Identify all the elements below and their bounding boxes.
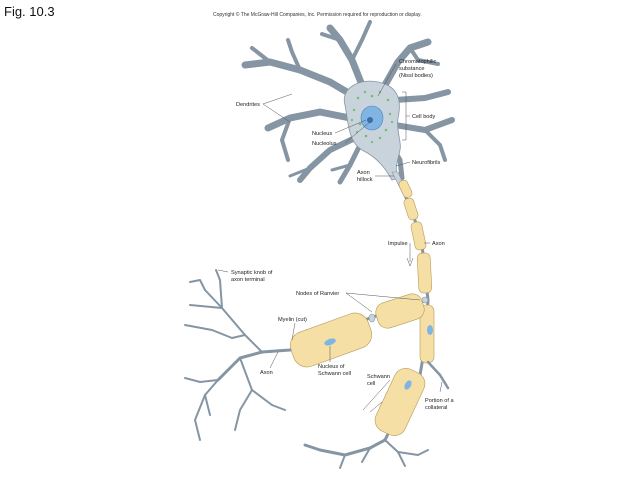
schwann-nucleus-upper — [427, 325, 433, 335]
myelin-segment — [419, 304, 435, 364]
myelin-segments — [289, 179, 435, 436]
myelin-segment — [410, 221, 427, 251]
myelin-segment — [375, 293, 425, 329]
label-collateral-2: collateral — [425, 405, 447, 411]
label-nucleus-schwann-1: Nucleus of — [318, 364, 345, 370]
label-axon-lower: Axon — [260, 370, 273, 376]
label-nodes-of-ranvier: Nodes of Ranvier — [296, 291, 339, 297]
labels: Chromatophilic substance (Nissl bodies) … — [231, 59, 454, 411]
label-chromatophilic-1: Chromatophilic — [399, 59, 437, 65]
label-axon-hillock-1: Axon — [357, 170, 370, 176]
soma — [343, 80, 401, 181]
cell-body-group — [241, 20, 455, 189]
nucleolus — [367, 117, 373, 123]
dendrites — [241, 20, 455, 185]
collateral — [426, 360, 450, 390]
myelin-segment — [374, 368, 426, 436]
label-synaptic-knob-2: axon terminal — [231, 277, 265, 283]
label-myelin-cut: Myelin (cut) — [278, 317, 307, 323]
label-nucleus: Nucleus — [312, 131, 332, 137]
schwann-bracket — [362, 379, 391, 411]
label-nucleus-schwann-2: Schwann cell — [318, 371, 351, 377]
label-cell-body: Cell body — [412, 114, 436, 120]
copyright-notice: Copyright © The McGraw-Hill Companies, I… — [213, 12, 422, 18]
nodes-of-ranvier — [368, 296, 429, 323]
figure-title: Fig. 10.3 — [4, 4, 55, 19]
label-neurofibrils: Neurofibrils — [412, 160, 440, 166]
label-impulse: Impulse — [388, 241, 408, 247]
label-nucleolus: Nucleolus — [312, 141, 337, 147]
label-synaptic-knob-1: Synaptic knob of — [231, 270, 273, 276]
schwann-nucleus — [324, 338, 336, 346]
label-axon-upper: Axon — [432, 241, 445, 247]
leader-lines — [217, 63, 443, 413]
label-collateral-1: Portion of a — [425, 398, 454, 404]
nissl-bodies — [350, 90, 394, 144]
label-schwann-cell-2: cell — [367, 381, 375, 387]
label-axon-hillock-2: hillock — [357, 177, 373, 183]
label-chromatophilic-3: (Nissl bodies) — [399, 73, 433, 79]
myelin-segment — [416, 252, 433, 294]
axon-terminal-bottom — [303, 438, 429, 469]
label-chromatophilic-2: substance — [399, 66, 425, 72]
myelin-segment — [398, 179, 413, 198]
schwann-nucleus-lower — [404, 380, 412, 390]
label-schwann-cell-1: Schwann — [367, 374, 390, 380]
label-dendrites: Dendrites — [236, 102, 260, 108]
axon-terminal-left — [184, 269, 292, 441]
myelin-segment — [403, 197, 419, 221]
